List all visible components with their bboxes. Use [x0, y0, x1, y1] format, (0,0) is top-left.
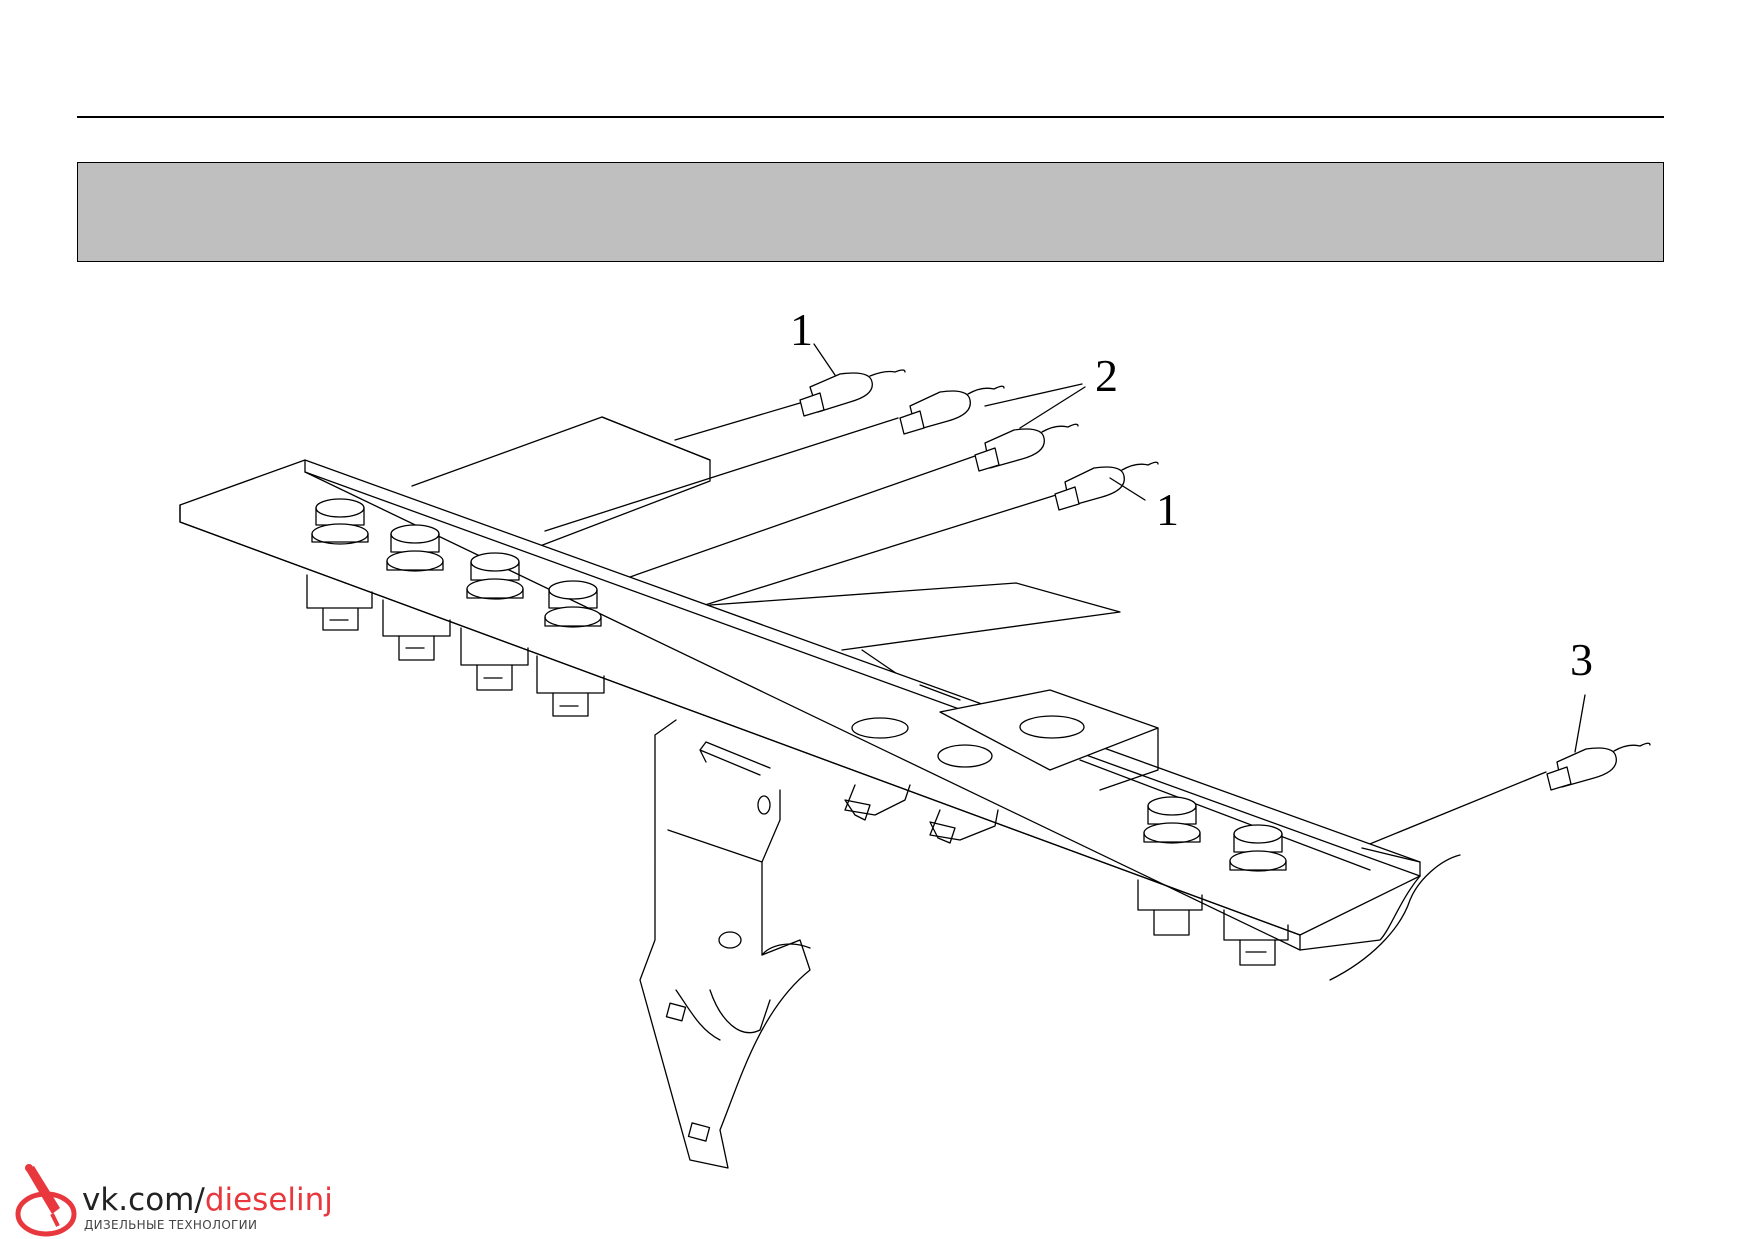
callout-1-top: 1 — [790, 304, 813, 355]
watermark-subtitle: ДИЗЕЛЬНЫЕ ТЕХНОЛОГИИ — [84, 1218, 258, 1232]
leader-lines — [813, 343, 1586, 753]
injector-stack-3 — [460, 552, 529, 691]
injector-stack-2 — [382, 524, 451, 661]
sensor-3 — [1546, 742, 1651, 791]
sensor-2a — [899, 385, 1005, 435]
injector-stacks-right — [1137, 796, 1289, 966]
dieselinj-logo-icon — [15, 1164, 77, 1237]
injector-stacks-left — [306, 498, 605, 717]
watermark-url: vk.com/dieselinj — [82, 1183, 333, 1217]
injector-stack-1 — [306, 498, 373, 631]
watermark-handle: dieselinj — [204, 1182, 333, 1218]
injector-stack-5 — [1137, 796, 1203, 936]
sensor-right-1 — [1054, 461, 1159, 511]
rail-clamps — [844, 784, 999, 844]
support-bracket — [639, 719, 811, 1169]
callout-1-right: 1 — [1156, 484, 1179, 535]
middle-plate — [709, 582, 1121, 651]
callout-2: 2 — [1095, 350, 1118, 401]
injector-stack-4 — [536, 580, 605, 717]
title-banner — [77, 162, 1664, 262]
sensor-top-1 — [799, 369, 906, 417]
sensor-2b — [974, 423, 1079, 472]
injector-stack-6 — [1223, 824, 1289, 966]
watermark-domain: vk.com/ — [82, 1182, 205, 1218]
callout-3: 3 — [1570, 634, 1593, 685]
top-plate — [411, 416, 711, 547]
top-rule — [77, 116, 1664, 118]
fuel-rail-channel — [179, 459, 1461, 981]
mount-pad — [851, 684, 1159, 791]
